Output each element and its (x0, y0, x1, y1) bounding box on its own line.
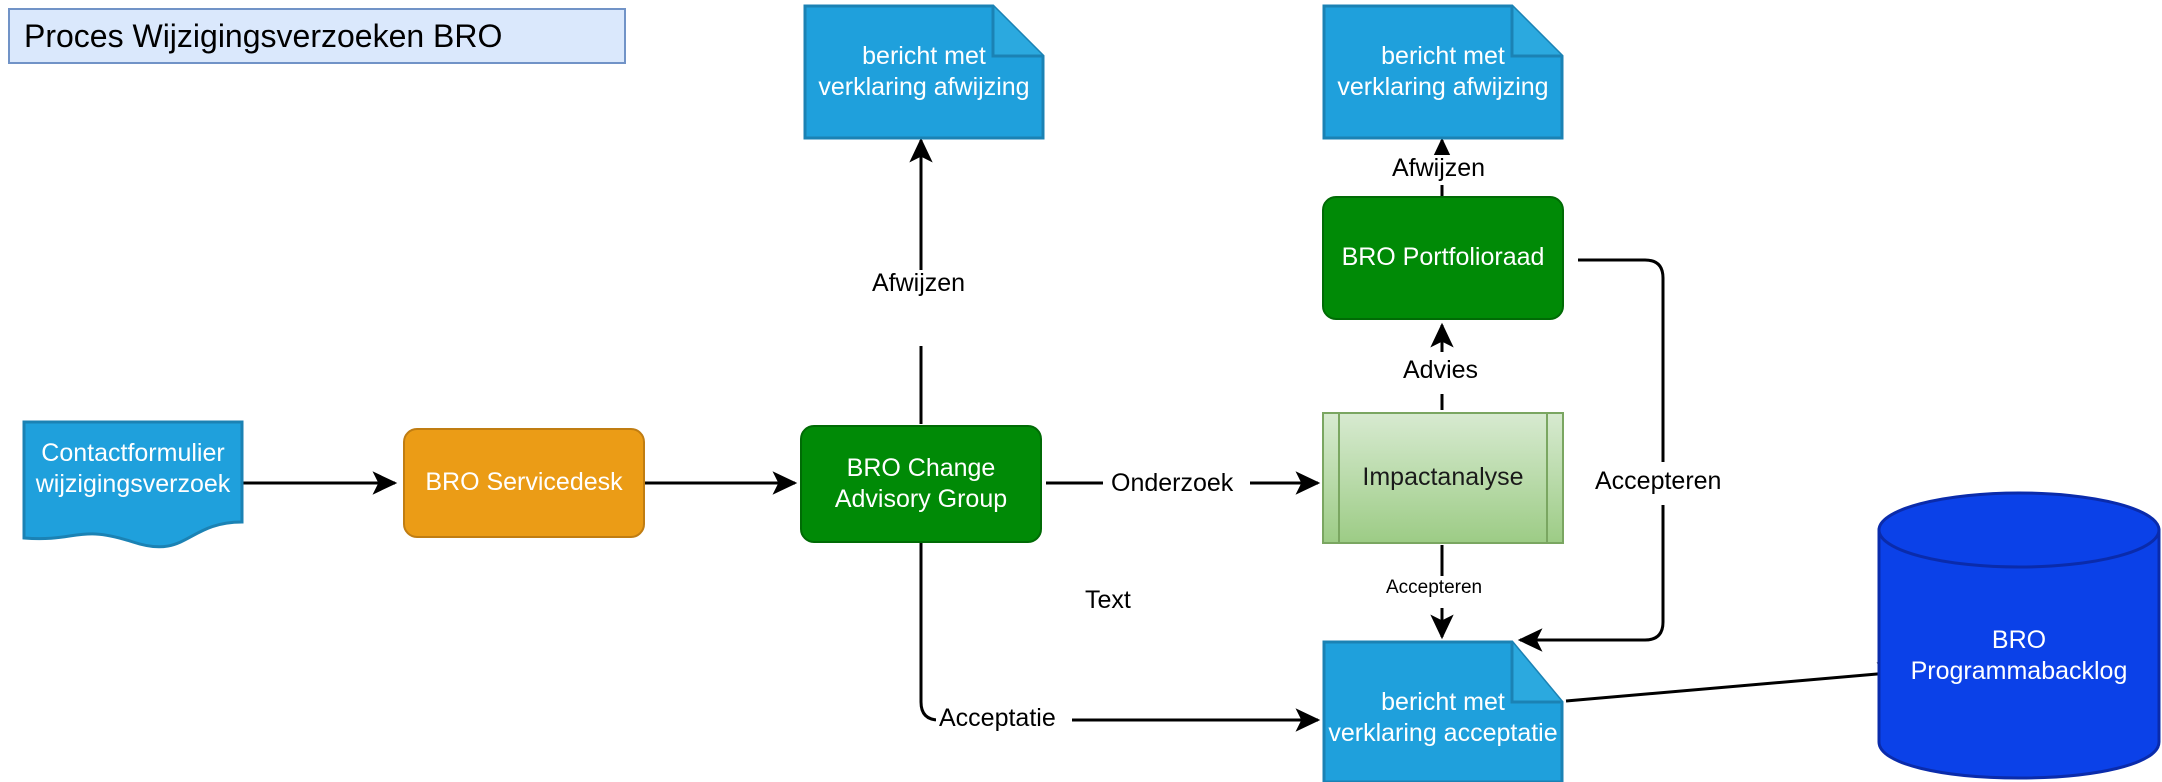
edge-label-advies: Advies (1400, 356, 1482, 385)
database-cylinder-icon (1877, 491, 2161, 780)
note-shape-icon (803, 4, 1045, 140)
node-bro-programmabacklog-label: BRO Programmabacklog (1910, 625, 2128, 685)
node-bro-programmabacklog[interactable]: BRO Programmabacklog (1876, 490, 2162, 782)
node-bro-portfolioraad[interactable]: BRO Portfolioraad (1322, 196, 1564, 320)
predefined-process-right-bar (1546, 414, 1548, 542)
node-bro-servicedesk-label: BRO Servicedesk (425, 468, 623, 497)
node-impactanalyse[interactable]: Impactanalyse (1322, 412, 1564, 544)
page-title: Proces Wijzigingsverzoeken BRO (8, 8, 626, 64)
node-bro-change-advisory-group[interactable]: BRO Change Advisory Group (800, 425, 1042, 543)
node-bericht-verklaring-afwijzing-rechts-label: bericht met verklaring afwijzing (1337, 41, 1549, 101)
edge-acceptatienote-to-programmabacklog (1565, 662, 1903, 703)
node-bro-change-advisory-group-label: BRO Change Advisory Group (834, 453, 1008, 513)
edge-label-afwijzen-cab: Afwijzen (869, 269, 969, 298)
edge-label-accepteren-portfolioraad: Accepteren (1592, 467, 1725, 496)
predefined-process-left-bar (1338, 414, 1340, 542)
note-shape-icon (1322, 640, 1564, 782)
edge-cab-to-acceptatie (919, 542, 941, 722)
node-bericht-verklaring-afwijzing-rechts[interactable]: bericht met verklaring afwijzing (1322, 4, 1564, 140)
edge-label-text: Text (1085, 586, 1131, 614)
edge-label-onderzoek: Onderzoek (1108, 469, 1237, 498)
node-contactformulier[interactable]: Contactformulier wijzigingsverzoek (22, 420, 244, 550)
edge-portfolioraad-accepteren-seg1 (1578, 258, 1665, 462)
edge-label-acceptatie: Acceptatie (936, 704, 1059, 733)
document-shape-icon (22, 420, 244, 549)
edge-label-accepteren-impactanalyse: Accepteren (1383, 577, 1486, 599)
node-bericht-verklaring-acceptatie-label: bericht met verklaring acceptatie (1328, 687, 1558, 747)
node-bro-servicedesk[interactable]: BRO Servicedesk (403, 428, 645, 538)
node-bericht-verklaring-afwijzing-links-label: bericht met verklaring afwijzing (818, 41, 1030, 101)
node-bericht-verklaring-acceptatie[interactable]: bericht met verklaring acceptatie (1322, 640, 1564, 782)
node-contactformulier-label: Contactformulier wijzigingsverzoek (35, 439, 231, 499)
node-bro-portfolioraad-label: BRO Portfolioraad (1341, 243, 1545, 272)
edge-label-afwijzen-portfolioraad: Afwijzen (1389, 154, 1489, 183)
node-bericht-verklaring-afwijzing-links[interactable]: bericht met verklaring afwijzing (803, 4, 1045, 140)
node-impactanalyse-label: Impactanalyse (1362, 463, 1524, 492)
note-shape-icon (1322, 4, 1564, 140)
